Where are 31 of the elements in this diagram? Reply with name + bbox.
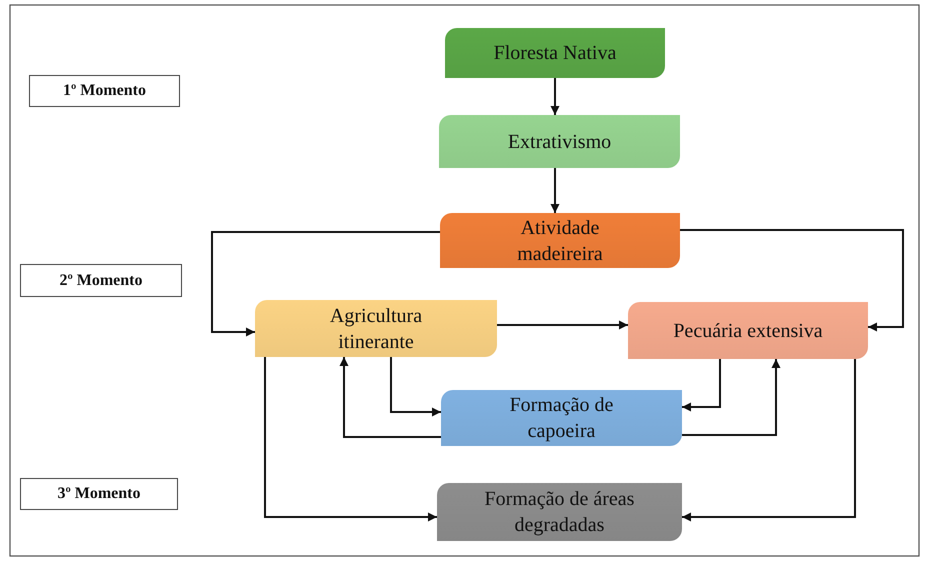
process-box (255, 300, 497, 357)
stage-label-box (29, 75, 180, 107)
arrow (680, 229, 904, 332)
arrow (211, 231, 440, 336)
process-box (440, 213, 680, 268)
arrow (682, 359, 856, 522)
node-label: Formação de capoeira (508, 393, 614, 444)
arrow (550, 78, 560, 115)
node-label: Atividade madeireira (516, 216, 604, 266)
arrow (550, 168, 560, 213)
arrow (340, 357, 441, 438)
node-label: 3º Momento (57, 485, 141, 503)
stage-label-box (20, 264, 182, 297)
arrow (390, 357, 441, 416)
process-box (437, 483, 682, 541)
process-box (439, 115, 680, 168)
node-label: 2º Momento (59, 272, 143, 290)
process-box (445, 28, 665, 78)
process-box (628, 302, 868, 359)
node-label: Extrativismo (508, 130, 612, 154)
arrow (264, 357, 437, 522)
node-label: Agricultura itinerante (328, 304, 424, 354)
node-label: Formação de áreas degradadas (484, 487, 636, 538)
arrow (682, 359, 721, 412)
node-label: 1º Momento (62, 82, 146, 100)
arrow (497, 320, 628, 330)
stage-label-box (20, 478, 178, 510)
node-label: Floresta Nativa (494, 41, 616, 66)
process-box (441, 390, 682, 446)
arrow (682, 359, 780, 436)
node-label: Pecuária extensiva (673, 318, 823, 344)
